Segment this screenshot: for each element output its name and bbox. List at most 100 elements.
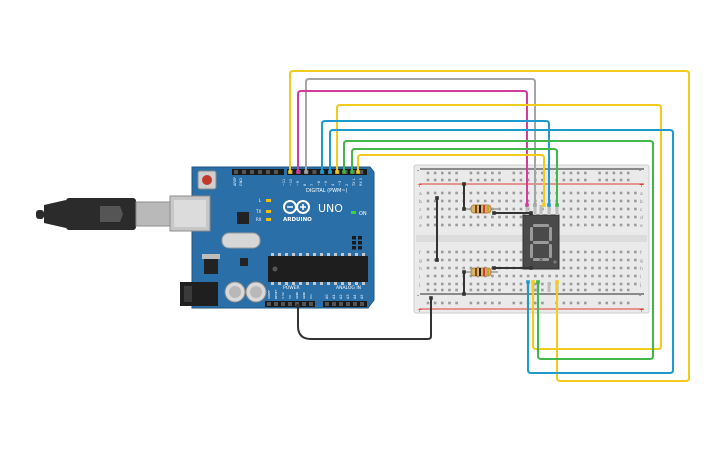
- breadboard-hole: [519, 301, 523, 305]
- breadboard-hole: [576, 207, 580, 211]
- breadboard-hole: [448, 178, 451, 182]
- chip-pin: [306, 253, 309, 256]
- wire-green-inner[interactable]: [351, 148, 558, 206]
- resistor-bottom[interactable]: [464, 267, 498, 277]
- breadboard-hole: [498, 223, 501, 227]
- row-letter-left: g: [419, 259, 422, 264]
- wire-yellow-outer[interactable]: [289, 70, 690, 382]
- on-label: ON: [359, 211, 367, 217]
- row-letter-left: d: [419, 215, 422, 221]
- wire-gray[interactable]: [305, 78, 536, 206]
- breadboard-hole: [441, 178, 444, 182]
- breadboard-hole: [598, 207, 601, 211]
- breadboard-hole: [612, 266, 616, 270]
- breadboard-hole: [426, 171, 430, 175]
- row-letter-right: f: [640, 250, 642, 256]
- usb-b-connector-face: [174, 200, 206, 227]
- rail-minus-label-tl: -: [417, 167, 419, 174]
- chip-pin: [285, 253, 288, 256]
- breadboard-hole: [634, 250, 637, 254]
- breadboard-hole: [619, 171, 623, 175]
- breadboard-hole: [591, 191, 594, 195]
- wire-endpoint: [342, 170, 346, 174]
- icsp-pin: [352, 246, 356, 250]
- breadboard-hole: [584, 282, 587, 286]
- row-letter-right: h: [640, 266, 643, 272]
- breadboard-hole: [505, 215, 508, 219]
- wire-blue-outer[interactable]: [329, 129, 674, 374]
- wire-endpoint: [462, 207, 466, 211]
- breadboard-hole: [498, 171, 501, 175]
- breadboard-hole: [619, 274, 623, 278]
- breadboard-hole: [426, 274, 430, 278]
- breadboard-hole: [619, 178, 623, 182]
- breadboard-hole: [634, 282, 637, 286]
- breadboard-hole: [448, 282, 451, 286]
- breadboard-hole: [605, 215, 609, 219]
- breadboard-hole: [626, 282, 630, 286]
- breadboard-hole: [591, 223, 594, 227]
- breadboard-hole: [469, 282, 473, 286]
- display-pin: [547, 282, 551, 292]
- breadboard-hole: [512, 191, 516, 195]
- breadboard-hole: [433, 274, 437, 278]
- chip-pins-bottom: [271, 282, 365, 285]
- breadboard-hole: [455, 178, 458, 182]
- breadboard-hole: [562, 199, 566, 203]
- arduino-logo-icon: [283, 200, 310, 214]
- breadboard-hole: [598, 301, 601, 305]
- breadboard-hole: [519, 282, 523, 286]
- breadboard-hole: [462, 250, 466, 254]
- breadboard-hole: [569, 215, 573, 219]
- wire-blue-inner[interactable]: [321, 120, 550, 206]
- breadboard-hole: [612, 171, 616, 175]
- breadboard-hole: [512, 207, 516, 211]
- breadboard-hole: [462, 258, 466, 262]
- chip-pin: [278, 253, 281, 256]
- breadboard-hole: [491, 250, 494, 254]
- row-letter-right: i: [640, 274, 641, 280]
- row-letter-left: h: [419, 266, 422, 272]
- usb-cable-end: [36, 210, 44, 219]
- digital-pin-label: ~11: [282, 179, 286, 186]
- digital-header-high: [287, 169, 367, 175]
- usb-cable[interactable]: [36, 198, 171, 230]
- breadboard-hole: [626, 274, 630, 278]
- wire-endpoints: [288, 170, 559, 308]
- breadboard-hole: [426, 258, 430, 262]
- resistor-top[interactable]: [464, 204, 498, 214]
- breadboard-hole: [433, 171, 437, 175]
- breadboard-hole: [519, 258, 523, 262]
- breadboard-hole: [584, 274, 587, 278]
- breadboard-hole: [584, 258, 587, 262]
- rail-plus-label-bl: +: [417, 307, 422, 314]
- display-pin: [525, 205, 529, 215]
- wire-magenta[interactable]: [297, 90, 528, 206]
- breadboard-hole: [612, 191, 616, 195]
- breadboard-hole: [448, 301, 451, 305]
- breadboard-hole: [562, 223, 566, 227]
- icsp-header: [352, 236, 362, 250]
- display-pin: [547, 205, 551, 215]
- power-pin-label: RESET: [274, 289, 278, 299]
- wire-endpoint: [288, 170, 292, 174]
- wire-yellow-mid[interactable]: [336, 104, 662, 350]
- wire-yellow-short[interactable]: [357, 154, 545, 206]
- wire-green-outer[interactable]: [343, 140, 654, 360]
- breadboard-hole: [441, 274, 444, 278]
- breadboard-hole: [533, 301, 537, 305]
- breadboard-hole: [469, 178, 473, 182]
- breadboard-hole: [576, 215, 580, 219]
- chip-pin: [348, 253, 351, 256]
- wire-black-ground[interactable]: [297, 297, 432, 340]
- chip-pin: [334, 253, 337, 256]
- breadboard-hole: [498, 215, 501, 219]
- breadboard-hole: [569, 191, 573, 195]
- breadboard-hole: [519, 199, 523, 203]
- led-rx: [266, 218, 271, 221]
- breadboard-hole: [476, 191, 480, 195]
- breadboard-hole: [576, 191, 580, 195]
